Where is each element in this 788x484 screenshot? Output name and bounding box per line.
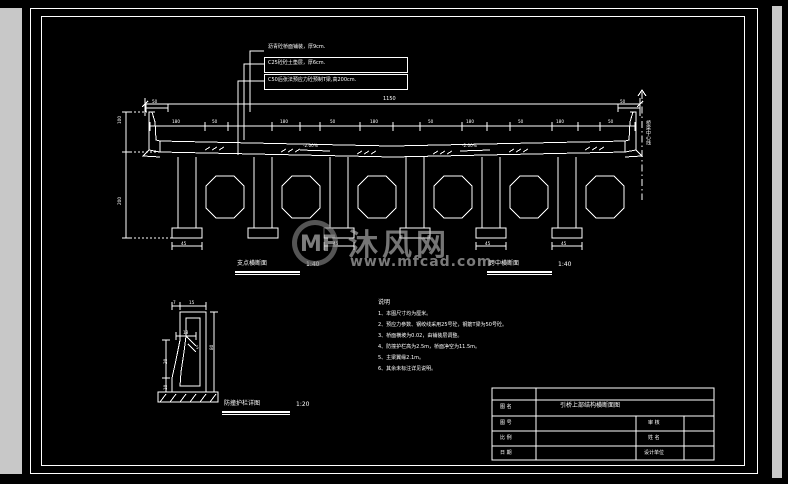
dim-chain-50-d: 50	[518, 119, 524, 124]
title-block-row3-label: 比 例	[500, 435, 512, 441]
dim-vert-200: 200	[117, 197, 122, 205]
dim-bottom-45-d: 45	[561, 241, 567, 246]
watermark-logo-icon: MF	[292, 220, 338, 266]
note-item-1: 1、本图尺寸均为厘米。	[378, 311, 432, 317]
dim-chain-180-e: 180	[556, 119, 564, 124]
dim-bottom-45-a: 45	[181, 241, 187, 246]
callout-2-box	[264, 57, 408, 73]
title-block-row4-label2: 设计单位	[644, 450, 665, 456]
note-item-6: 6、其余未标注详见说明。	[378, 366, 437, 372]
dim-overall-1150: 1150	[383, 96, 396, 102]
guardrail-dim-80: 80	[209, 344, 214, 350]
note-item-4: 4、防撞护栏高为2.5m，桥面净空为11.5m。	[378, 344, 481, 350]
dim-chain-50-e: 50	[608, 119, 614, 124]
guardrail-dim-7: 7	[173, 300, 176, 305]
dim-chain-50-c: 50	[428, 119, 434, 124]
guardrail-dim-18: 18	[183, 330, 189, 335]
viewport-left-bevel	[0, 0, 22, 484]
dim-chain-50-a: 50	[212, 119, 218, 124]
sheet-border-inner	[41, 16, 745, 466]
bridge-centerline-label: 桥梁中心线	[645, 120, 651, 145]
sheet-border-outer	[30, 8, 758, 474]
note-item-2: 2、预应力参数、钢绞线采用25号砼，钢筋T梁为50号砼。	[378, 322, 507, 328]
viewport-right-bevel	[766, 0, 788, 484]
dim-chain-180-c: 180	[370, 119, 378, 124]
note-item-3: 3、桥面横坡为0.02，由铺装层调整。	[378, 333, 463, 339]
section-label-midspan: 跨中横断面	[489, 260, 520, 267]
callout-3-label: C50后张法预应力砼预制T梁,高200cm.	[268, 77, 357, 83]
viewport-scrollbar[interactable]	[772, 6, 782, 478]
title-block-row4-label: 日 期	[500, 450, 512, 456]
callout-2-label: C25砼砼土垫层，厚6cm.	[268, 60, 326, 66]
guardrail-dim-5: 5	[196, 345, 199, 350]
section-scale-midspan: 1:40	[558, 261, 572, 268]
dim-chain-50-b: 50	[330, 119, 336, 124]
watermark-brand: 沐风网	[348, 228, 450, 263]
title-block-row1-label: 图 名	[500, 404, 512, 410]
title-block-drawing-name: 引桥上部结构横断面图	[560, 402, 621, 409]
callout-1-label: 沥青砼桥面铺装，厚9cm.	[268, 44, 326, 50]
title-block-row2-label: 图 号	[500, 420, 512, 426]
watermark-logo-text: MF	[300, 232, 337, 257]
slope-label-left: -2.00%	[303, 143, 318, 148]
slope-label-right: -2.00%	[462, 143, 477, 148]
dim-top-left-50: 50	[152, 99, 158, 104]
guardrail-dim-10: 10	[163, 384, 168, 390]
dim-bottom-45-c: 45	[485, 241, 491, 246]
watermark-url: www.mfcad.com	[350, 254, 493, 270]
callout-3-box	[264, 74, 408, 90]
detail-label-guardrail: 防撞护栏详图	[224, 400, 261, 407]
dim-vert-100: 100	[117, 116, 122, 124]
notes-title: 说明	[378, 299, 391, 306]
viewport-bottom-bevel	[0, 474, 788, 484]
title-block-row3-label2: 姓 名	[648, 435, 660, 441]
watermark-logo-inner	[297, 225, 333, 261]
watermark: MF 沐风网 www.mfcad.com	[292, 218, 507, 270]
note-item-5: 5、主梁翼缘2.1m。	[378, 355, 425, 361]
title-block-row2-label2: 审 核	[648, 420, 660, 426]
guardrail-dim-20: 20	[163, 358, 168, 364]
guardrail-dim-15: 15	[189, 300, 195, 305]
dim-chain-180-b: 180	[280, 119, 288, 124]
dim-chain-180-a: 180	[172, 119, 180, 124]
viewport-top-bevel	[0, 0, 788, 8]
detail-scale-guardrail: 1:20	[296, 401, 310, 408]
section-label-support: 支点横断面	[237, 260, 268, 267]
dim-top-right-50: 50	[620, 99, 626, 104]
dim-chain-180-d: 180	[466, 119, 474, 124]
